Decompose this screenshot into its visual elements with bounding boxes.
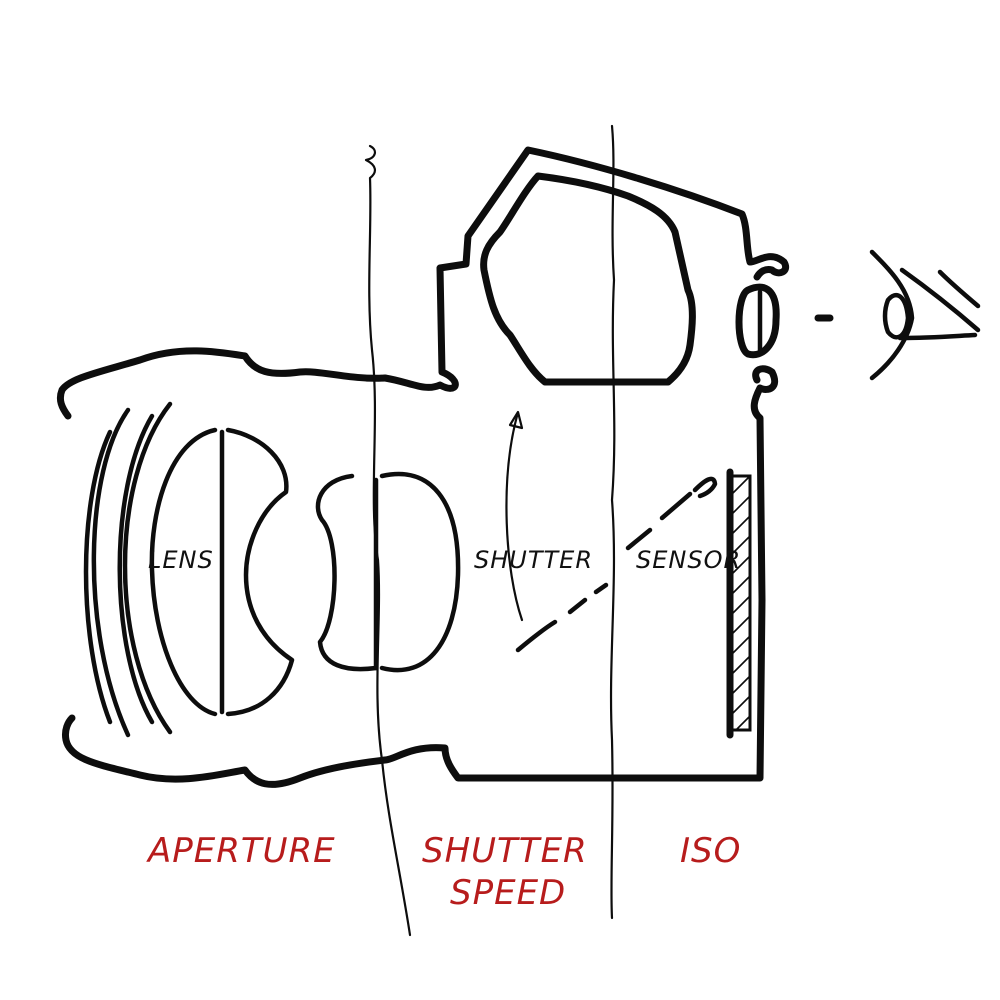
shutter-mirror [505, 410, 718, 653]
sensor-label: SENSOR [636, 546, 741, 574]
lens-elements [83, 401, 461, 738]
section-dividers [364, 124, 616, 937]
pentaprism [480, 172, 696, 386]
iso-label: ISO [680, 831, 741, 871]
shutter-speed-label-line2: SPEED [450, 873, 566, 913]
shutter-speed-label-line1: SHUTTER [422, 831, 588, 871]
lens-label: LENS [148, 546, 214, 574]
camera-body [56, 146, 789, 788]
eye-icon [814, 249, 981, 381]
aperture-label: APERTURE [146, 831, 336, 871]
divider-left [364, 144, 412, 937]
shutter-label: SHUTTER [474, 546, 593, 574]
sensor [726, 468, 752, 739]
divider-right [609, 124, 616, 920]
eyepiece [735, 283, 780, 359]
